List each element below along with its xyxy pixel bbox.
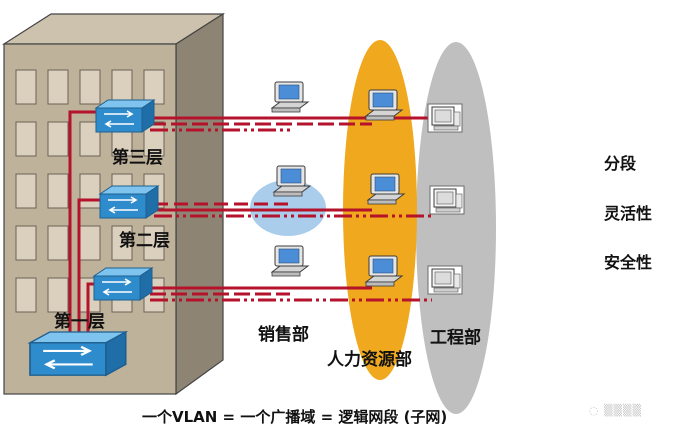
engineering-ws-3 [427, 265, 463, 295]
switch-floor-1 [93, 267, 153, 301]
dept-label-sales: 销售部 [258, 325, 309, 345]
feature-segmentation: 分段 [604, 154, 637, 173]
dept-label-engineering: 工程部 [430, 328, 481, 348]
floor-label-3: 第三层 [112, 148, 163, 168]
feature-flexibility: 灵活性 [604, 204, 653, 223]
engineering-ellipse [416, 42, 496, 414]
sales-highlight-ellipse [250, 180, 326, 236]
riser-cables [68, 110, 104, 348]
engineering-ws-1 [427, 103, 463, 133]
dept-label-hr: 人力资源部 [327, 350, 412, 370]
caption: 一个VLAN = 一个广播域 = 逻辑网段 (子网) [142, 408, 448, 426]
engineering-ws-2 [429, 185, 465, 215]
watermark-icon: ◌ ▒▒▒▒ [589, 404, 642, 417]
core-switch [28, 330, 128, 377]
sales-pc-1 [271, 81, 309, 113]
feature-security: 安全性 [604, 253, 653, 272]
building [1, 12, 226, 396]
switch-floor-2 [99, 185, 159, 219]
sales-pc-3 [271, 245, 309, 277]
floor-label-2: 第二层 [119, 231, 170, 251]
floor-label-1: 第一层 [54, 312, 105, 332]
switch-floor-3 [95, 99, 155, 133]
